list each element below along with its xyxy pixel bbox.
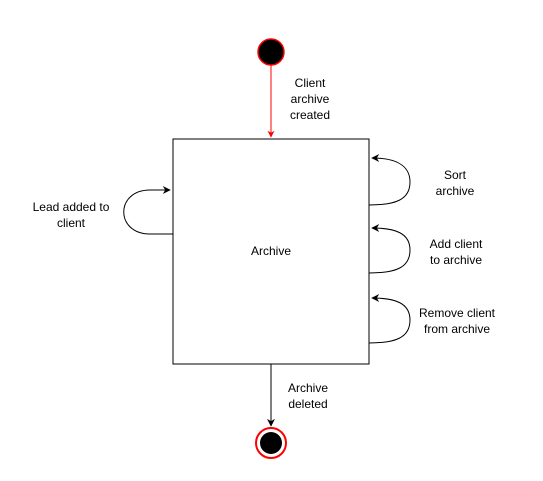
label-line: Lead added to — [32, 200, 110, 214]
transition-sort-label: Sort archive — [415, 167, 495, 199]
label-line: archive — [435, 184, 475, 198]
state-name: Archive — [250, 244, 291, 258]
transition-lead-added-label: Lead added to client — [14, 199, 128, 231]
final-state-dot — [260, 432, 282, 454]
archive-state-label: Archive — [173, 243, 369, 259]
transition-sort-arrow — [368, 154, 411, 206]
transition-add-client-arrow — [368, 224, 411, 274]
archive-state-box — [172, 138, 370, 365]
label-line: Archive — [287, 381, 328, 395]
transition-remove-client-arrow — [368, 294, 411, 344]
label-line: client — [56, 216, 85, 230]
label-line: to archive — [429, 253, 483, 267]
transition-add-client-label: Add client to archive — [411, 236, 501, 268]
label-line: archive — [290, 92, 330, 106]
transition-remove-client-label: Remove client from archive — [406, 305, 508, 337]
label-line: deleted — [288, 397, 328, 411]
label-line: Add client — [429, 237, 483, 251]
label-line: from archive — [423, 322, 491, 336]
initial-state-node — [257, 38, 285, 66]
transition-created-label: Client archive created — [268, 75, 352, 123]
label-line: Remove client — [418, 306, 496, 320]
label-line: created — [289, 108, 331, 122]
transition-lead-added-arrow — [123, 186, 173, 235]
label-line: Client — [294, 76, 326, 90]
transition-deleted-label: Archive deleted — [268, 380, 348, 412]
label-line: Sort — [443, 168, 466, 182]
